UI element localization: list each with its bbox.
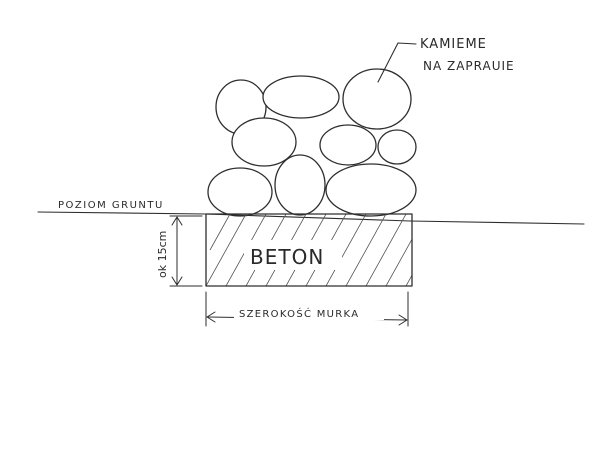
depth-dimension: ok 15cm	[156, 215, 203, 287]
width-label-backdrop	[234, 306, 384, 320]
concrete-label-backdrop	[244, 240, 342, 270]
stone	[231, 117, 297, 167]
stone	[207, 167, 273, 217]
concrete-foundation: BETON	[205, 213, 413, 287]
stones-label-line1: KAMIEME	[420, 37, 487, 52]
concrete-outline	[205, 213, 413, 287]
stones-leader-line	[377, 42, 417, 83]
stone	[377, 129, 417, 165]
stone	[262, 75, 340, 119]
stone	[274, 154, 326, 216]
depth-label: ok 15cm	[156, 231, 169, 278]
ground-level-line	[37, 211, 585, 225]
stones-group	[207, 68, 417, 217]
ground-level-label: POZIOM GRUNTU	[58, 200, 164, 211]
stone	[325, 163, 417, 217]
concrete-label: BETON	[250, 245, 324, 269]
stones-label-line2: NA ZAPRAUIE	[423, 59, 515, 73]
width-label: SZEROKOŚĆ MURKA	[239, 307, 359, 320]
width-dimension: SZEROKOŚĆ MURKA	[205, 291, 409, 327]
stone	[319, 124, 377, 166]
stone	[342, 68, 412, 130]
